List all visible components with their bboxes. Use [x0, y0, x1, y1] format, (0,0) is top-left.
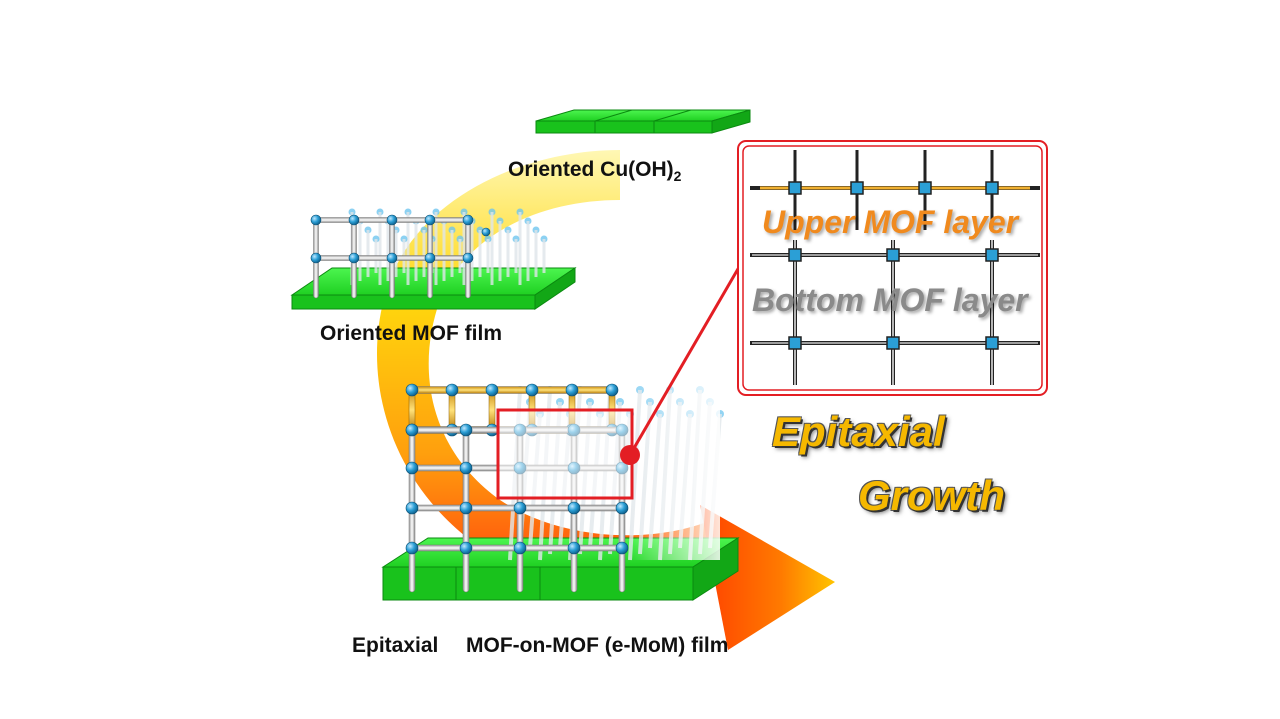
- cu-node: [525, 383, 539, 397]
- cu-node: [348, 252, 360, 264]
- cu-node: [310, 252, 322, 264]
- cu-node: [459, 423, 473, 437]
- cu-node: [459, 461, 473, 475]
- cu-node: [615, 501, 629, 515]
- cu-node: [462, 252, 474, 264]
- cu-node: [886, 336, 900, 350]
- cu-node: [310, 214, 322, 226]
- cu-node: [850, 181, 864, 195]
- cu-node: [405, 541, 419, 555]
- cu-node: [615, 541, 629, 555]
- cu-node: [565, 383, 579, 397]
- label-bottom-mof-layer: Bottom MOF layer: [752, 282, 1028, 318]
- cu-node: [405, 383, 419, 397]
- label-growth-epitaxial: Epitaxial: [772, 408, 945, 455]
- fade-right: [630, 380, 720, 560]
- callout-dot: [620, 445, 640, 465]
- cu-node: [386, 252, 398, 264]
- substrate-front: [291, 294, 536, 310]
- cu-node: [405, 461, 419, 475]
- oriented-mof-film: [290, 208, 577, 310]
- label-cu-oh2: Oriented Cu(OH)2: [508, 158, 681, 184]
- substrate-side: [692, 537, 739, 601]
- cu-node: [788, 336, 802, 350]
- cu-node: [462, 214, 474, 226]
- zoom-patch: [498, 410, 632, 498]
- cu-node: [788, 248, 802, 262]
- cu-node: [445, 383, 459, 397]
- emom-film: [381, 380, 740, 601]
- cu-node: [485, 383, 499, 397]
- label-cu-oh2-text: Oriented Cu(OH): [508, 158, 674, 181]
- label-oriented-mof-film: Oriented MOF film: [320, 322, 503, 345]
- cu-node: [424, 214, 436, 226]
- cu-node: [459, 501, 473, 515]
- cu-node: [788, 181, 802, 195]
- cu-oh2-substrate: [535, 109, 751, 134]
- label-cu-oh2-subscript: 2: [673, 168, 682, 185]
- cu-node: [567, 501, 581, 515]
- label-emom-epitaxial: Epitaxial: [352, 634, 439, 657]
- cu-node: [513, 541, 527, 555]
- cu-node: [985, 248, 999, 262]
- cu-node: [424, 252, 436, 264]
- cu-node: [886, 248, 900, 262]
- cu-node: [481, 227, 491, 237]
- substrate-side: [534, 267, 576, 310]
- cu-node: [567, 541, 581, 555]
- cu-node: [405, 501, 419, 515]
- cu-node: [985, 181, 999, 195]
- label-upper-mof-layer: Upper MOF layer: [762, 204, 1019, 240]
- cu-node: [513, 501, 527, 515]
- cu-node: [605, 383, 619, 397]
- cu-node: [918, 181, 932, 195]
- substrate-front: [382, 566, 694, 601]
- cu-node: [348, 214, 360, 226]
- cu-node: [405, 423, 419, 437]
- cu-node: [386, 214, 398, 226]
- callout-line: [628, 261, 744, 456]
- cu-node: [459, 541, 473, 555]
- label-emom-film: MOF-on-MOF (e-MoM) film: [466, 634, 729, 657]
- cu-node: [985, 336, 999, 350]
- inset-panel: [737, 140, 1048, 396]
- linker-rod: [411, 386, 613, 394]
- label-growth-growth: Growth: [858, 472, 1005, 519]
